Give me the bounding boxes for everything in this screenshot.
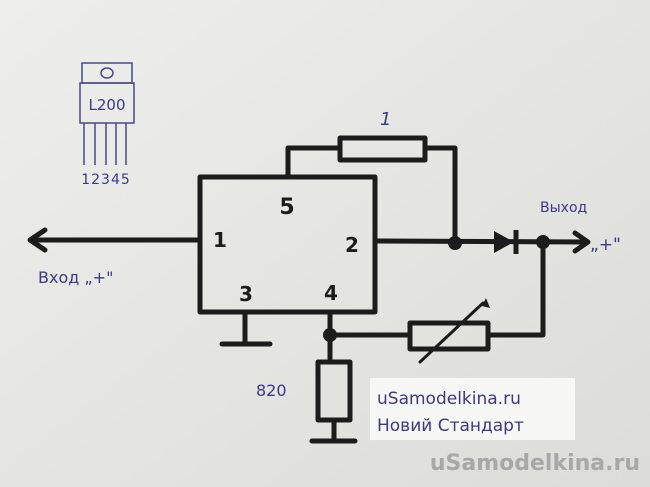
- resistor-top: [337, 135, 428, 163]
- junction-node: [323, 328, 337, 342]
- junction-node: [536, 235, 550, 249]
- watermark: uSamodelkina.ru: [430, 451, 640, 476]
- chip-pin-numbers: 12345: [81, 172, 131, 188]
- note-line-2: Новий Стандарт: [377, 416, 524, 436]
- input-arrow: [27, 227, 48, 253]
- l200-chip-sketch: [79, 62, 135, 165]
- output-arrow: [572, 230, 591, 254]
- note-line-1: uSamodelkina.ru: [377, 389, 521, 409]
- input-label: Вход „+": [38, 268, 113, 287]
- pin-label-1: 1: [213, 228, 227, 252]
- junction-node: [448, 236, 462, 250]
- resistor-820-label: 820: [256, 381, 287, 400]
- pin-label-2: 2: [345, 233, 359, 257]
- pin-label-3: 3: [239, 282, 253, 306]
- pin-label-4: 4: [324, 281, 338, 305]
- pin-label-5: 5: [279, 195, 294, 220]
- output-wire: [372, 238, 588, 245]
- output-sign-label: „+": [590, 235, 621, 255]
- wires: [27, 135, 591, 444]
- output-label: Выход: [540, 200, 587, 216]
- diode-icon: [494, 230, 519, 254]
- chip-name: L200: [89, 96, 126, 114]
- feedback-wire-left: [285, 145, 343, 180]
- feedback-wire-right: [422, 145, 458, 246]
- resistor-top-label: 1: [380, 109, 391, 130]
- note-card: [370, 378, 575, 440]
